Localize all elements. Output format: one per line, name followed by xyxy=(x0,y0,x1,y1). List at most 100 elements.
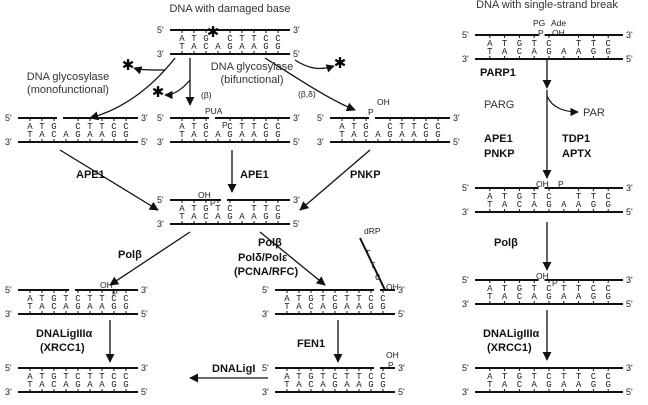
dna-ap-bd-top-base: T xyxy=(411,122,417,132)
dna-ssb-top-base: G xyxy=(517,39,522,49)
dna-ap-bd-bottom-base: C xyxy=(363,130,369,140)
dna-nick-center-top-base: T xyxy=(191,204,197,214)
dna-long-patch-top-base: C xyxy=(380,294,386,304)
dna-ap-bd-top-base: T xyxy=(399,122,405,132)
dna-ssb-ligated-top-5prime: 5' xyxy=(462,363,469,373)
dna-long-patch-bottom-3prime: 3' xyxy=(262,309,269,319)
dna-ssb-ligated-bottom-base: A xyxy=(561,380,567,390)
dna-ssb-ligated-bottom-base: C xyxy=(517,380,523,390)
label-glyco-bi-sub: (bifunctional) xyxy=(221,74,284,86)
dna-damaged-top-base: C xyxy=(227,34,233,44)
dna-ssb-filled-top-base: G xyxy=(517,284,522,294)
dna-ap-bi-bottom-5prime: 5' xyxy=(293,137,300,147)
mark-oh-flap: OH xyxy=(386,282,399,292)
dna-ssb-filled-bottom-base: G xyxy=(605,292,610,302)
flap-base: C xyxy=(375,273,381,283)
dna-long-patch-top-base: C xyxy=(368,294,374,304)
dna-ssb-filled-bottom-base: T xyxy=(487,292,493,302)
dna-damaged-bottom-base: A xyxy=(191,42,197,52)
dna-after-fen1-bottom-base: C xyxy=(308,380,314,390)
dna-ap-bd-top-5prime: 5' xyxy=(317,113,324,123)
dna-long-patch-top-base: G xyxy=(308,294,313,304)
label-pcna-rfc: (PCNA/RFC) xyxy=(234,266,298,278)
dna-ap-bi-bottom-base: G xyxy=(275,130,280,140)
dna-long-patch-top-base: T xyxy=(296,294,302,304)
label-parp1: PARP1 xyxy=(480,67,516,79)
dna-ssb-top-3prime: 3' xyxy=(626,30,633,40)
dna-ap-mono-top-base: T xyxy=(99,122,105,132)
dna-ssb-ligated-bottom-base: T xyxy=(487,380,493,390)
dna-nick-center-bottom-base: T xyxy=(179,212,185,222)
mark-oh-center: OH xyxy=(198,190,211,200)
dna-short-patch-top-base: G xyxy=(51,294,56,304)
dna-short-patch-bottom-base: C xyxy=(51,302,57,312)
dna-ap-mono-top-base: T xyxy=(87,122,93,132)
dna-after-fen1-top-base: G xyxy=(308,372,313,382)
dna-ssb-ligated-top-base: C xyxy=(546,372,552,382)
mark-p-ssb-clean: P xyxy=(558,179,564,189)
dna-ap-bi-top-base: T xyxy=(239,122,245,132)
dna-ssb-clean-top-base: T xyxy=(591,192,597,202)
dna-after-fen1-top-base: T xyxy=(344,372,350,382)
dna-ap-mono-bottom-base: G xyxy=(111,130,116,140)
dna-nick-center-bottom-base: A xyxy=(251,212,257,222)
label-xrcc1-right: (XRCC1) xyxy=(487,342,532,354)
dna-nick-center-bottom-base: G xyxy=(227,212,232,222)
label-tdp1: TDP1 xyxy=(562,133,590,145)
dna-ap-bi-bottom-base: A xyxy=(251,130,257,140)
dna-ap-bd-bottom-base: G xyxy=(435,130,440,140)
dna-ssb-clean-top-3prime: 3' xyxy=(626,183,633,193)
dna-ap-mono-top-base: G xyxy=(51,122,56,132)
arrow-star-mid xyxy=(164,79,191,100)
mark-drp: dRP xyxy=(364,226,381,236)
dna-ap-bd-bottom-base: G xyxy=(423,130,428,140)
mark-p-short: P xyxy=(112,288,118,298)
damaged-base-star: ✱ xyxy=(207,24,220,41)
dna-long-patch-top-base: C xyxy=(332,294,338,304)
dna-after-fen1-top-base: C xyxy=(380,372,386,382)
label-polb-right: Polβ xyxy=(494,237,518,249)
dna-ap-mono-bottom-base: A xyxy=(99,130,105,140)
flap-base: T xyxy=(370,261,376,271)
dna-after-fen1-bottom-base: A xyxy=(296,380,302,390)
dna-ligated-left-bottom-base: T xyxy=(27,380,33,390)
dna-ssb-filled-bottom-base: A xyxy=(561,292,567,302)
dna-ap-mono-top-3prime: 3' xyxy=(141,113,148,123)
dna-long-patch-top-5prime: 5' xyxy=(262,285,269,295)
dna-nick-center-top-base: T xyxy=(215,204,221,214)
dna-ap-mono-bottom-base: A xyxy=(63,130,69,140)
dna-ssb-top-base: T xyxy=(502,39,508,49)
dna-nick-center-bottom-5prime: 5' xyxy=(293,219,300,229)
dna-ap-bd-top-base: G xyxy=(363,122,368,132)
dna-short-patch-top-base: T xyxy=(87,294,93,304)
dna-nick-center-top-base: T xyxy=(263,204,269,214)
label-fen1: FEN1 xyxy=(297,338,325,350)
dna-ligated-left-top-base: T xyxy=(87,372,93,382)
dna-ap-bi-bottom-3prime: 3' xyxy=(157,137,164,147)
dna-ssb-clean-bottom-base: C xyxy=(517,200,523,210)
dna-damaged-bottom-base: T xyxy=(179,42,185,52)
label-pnkp-right: PNKP xyxy=(484,148,515,160)
dna-ssb-clean-bottom-base: G xyxy=(591,200,596,210)
dna-short-patch-bottom-base: T xyxy=(27,302,33,312)
dna-long-patch-bottom-base: C xyxy=(308,302,314,312)
dna-after-fen1-bottom-base: A xyxy=(356,380,362,390)
dna-ligated-left-bottom-base: A xyxy=(39,380,45,390)
dna-damaged-top-base: T xyxy=(251,34,257,44)
dna-ssb-clean-top-base: C xyxy=(605,192,611,202)
dna-short-patch-bottom-3prime: 3' xyxy=(5,309,12,319)
dna-short-patch-top-base: A xyxy=(27,294,33,304)
dna-ligated-left-bottom-base: G xyxy=(75,380,80,390)
dna-ssb-filled-top-base: C xyxy=(546,284,552,294)
dna-long-patch-bottom-base: G xyxy=(368,302,373,312)
dna-ssb-clean-top-base: T xyxy=(502,192,508,202)
dna-ssb-bottom-base: G xyxy=(591,47,596,57)
dna-ssb-ligated-top-base: T xyxy=(561,372,567,382)
arrow-to-bd xyxy=(264,57,356,112)
dna-nick-center-bottom-base: G xyxy=(263,212,268,222)
dna-ligated-left-top-base: G xyxy=(51,372,56,382)
label-glyco-bi: DNA glycosylase xyxy=(211,61,294,73)
dna-after-fen1-bottom-base: G xyxy=(380,380,385,390)
